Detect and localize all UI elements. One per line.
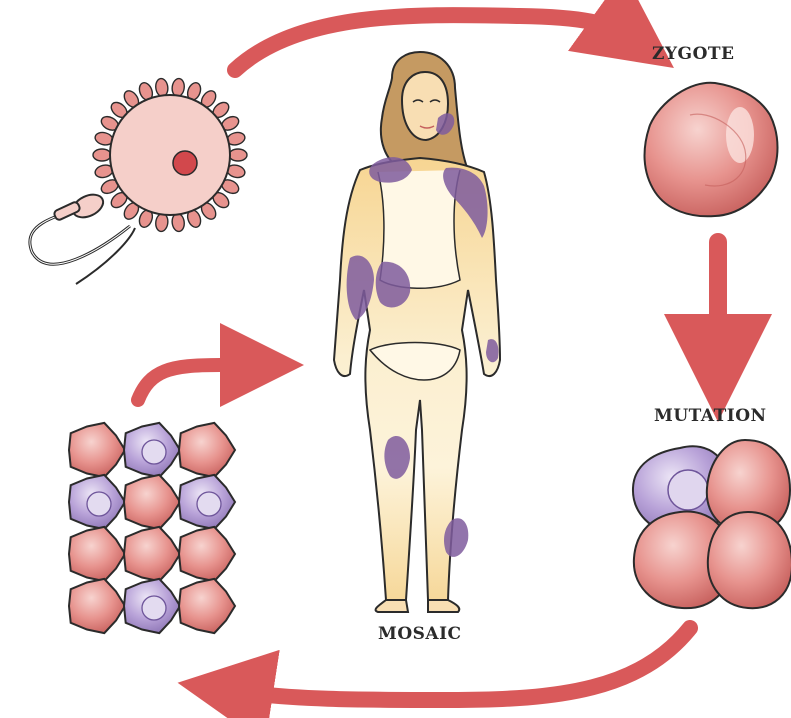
- normal-cell: [179, 527, 235, 581]
- label-zygote: ZYGOTE: [652, 44, 734, 64]
- mutated-cell-cluster-icon: [633, 440, 791, 608]
- mutated-cell-nucleus: [87, 492, 111, 516]
- label-mosaic: MOSAIC: [378, 624, 462, 644]
- mosaic-tissue-icon: [69, 423, 235, 633]
- arrow-tissue-to-mosaic: [138, 365, 262, 400]
- normal-cell: [124, 475, 180, 529]
- egg-corona-cell: [93, 149, 111, 161]
- normal-cell: [69, 423, 125, 477]
- egg-cell-icon: [93, 78, 247, 232]
- zygote-cell-icon: [645, 83, 778, 217]
- mutated-cell-nucleus: [142, 440, 166, 464]
- label-mutation: MUTATION: [654, 406, 767, 426]
- egg-corona-cell: [229, 149, 247, 161]
- mutated-cell-nucleus: [197, 492, 221, 516]
- mutated-cell-nucleus: [142, 596, 166, 620]
- normal-cell: [69, 527, 125, 581]
- female-figure-icon: [334, 52, 500, 612]
- normal-cell: [179, 579, 235, 633]
- normal-cell: [179, 423, 235, 477]
- normal-cell: [69, 579, 125, 633]
- normal-cell: [124, 527, 180, 581]
